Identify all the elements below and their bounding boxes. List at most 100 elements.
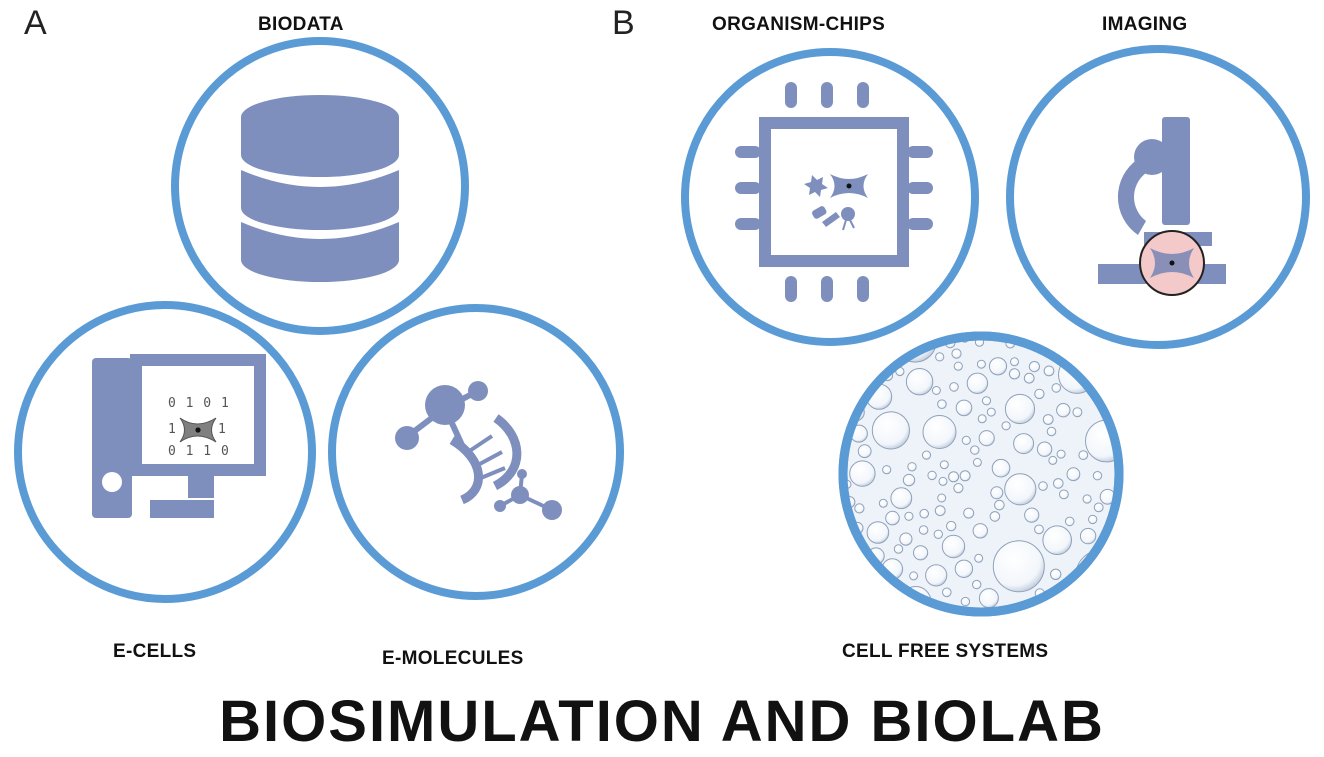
bubble [925, 564, 948, 587]
bubble [1013, 433, 1035, 455]
bubble [1046, 426, 1057, 437]
bubble [978, 430, 995, 447]
bubble [1024, 507, 1040, 523]
bubble [866, 521, 890, 544]
bubble [882, 465, 892, 475]
bubble [1056, 403, 1071, 418]
bubble [857, 444, 872, 459]
bubble [1059, 489, 1069, 500]
bubble [1034, 524, 1044, 535]
chip-icon [735, 82, 933, 302]
bubble [854, 503, 865, 514]
binary-row-2-right: 1 [218, 422, 226, 437]
bubble [934, 505, 946, 517]
bubble [1034, 388, 1045, 400]
bubble [938, 476, 948, 486]
bubble [1042, 525, 1072, 556]
bubble [946, 520, 957, 532]
bubble [927, 470, 937, 481]
bubble [978, 588, 999, 609]
bubble [904, 511, 914, 521]
bubble [1004, 393, 1036, 425]
bubble [933, 529, 943, 539]
biodata-label: BIODATA [258, 14, 344, 35]
bubble [1001, 421, 1011, 431]
bubble [981, 396, 992, 406]
panel-a-letter: A [24, 4, 47, 42]
bubble [871, 411, 911, 450]
bubble [1066, 467, 1081, 482]
bubble [1043, 365, 1055, 377]
bubble [937, 399, 947, 410]
computer-icon [92, 354, 266, 518]
bubble [1051, 383, 1062, 393]
bubble [893, 544, 904, 554]
binary-row-1: 0 1 0 1 [168, 396, 230, 411]
bubble [902, 473, 916, 487]
bubble [989, 511, 1001, 522]
bubble [961, 435, 971, 445]
binary-row-2-left: 1 [168, 422, 176, 437]
bubble [1028, 361, 1041, 373]
main-title: BIOSIMULATION AND BIOLAB [219, 689, 1105, 754]
bubble [1038, 481, 1048, 491]
bubble [1023, 372, 1035, 384]
bubble [963, 507, 975, 519]
panel-b-letter: B [612, 4, 635, 42]
bubble [937, 493, 947, 503]
bubble [949, 382, 959, 392]
bubble [941, 534, 966, 559]
bubble [1075, 549, 1116, 600]
bubble [918, 525, 929, 535]
bubble [1053, 478, 1064, 489]
cell-free-systems-label: CELL FREE SYSTEMS [842, 641, 1049, 662]
bubble [935, 352, 945, 362]
bubble [890, 487, 913, 510]
bubble [991, 458, 1011, 478]
bubble [970, 445, 980, 455]
bubble [1036, 441, 1053, 457]
bubble [899, 532, 913, 546]
bubble [1008, 368, 1021, 380]
imaging-circle [1006, 45, 1310, 349]
specimen-cell-icon [1139, 230, 1205, 296]
organism-chips-label: ORGANISM-CHIPS [712, 14, 886, 35]
biodata-circle [171, 37, 469, 335]
bubble [939, 460, 949, 470]
bubble [959, 470, 971, 482]
database-icon [241, 95, 399, 282]
bubble [974, 553, 984, 563]
bubble [1010, 357, 1019, 367]
bubble [1004, 473, 1037, 506]
bubble [976, 359, 986, 369]
bubble [988, 357, 1008, 376]
bubble [972, 579, 982, 590]
bubble [913, 545, 929, 561]
bubble [966, 372, 989, 394]
bubble [1048, 455, 1058, 465]
bubble [1082, 494, 1092, 504]
bubble [953, 361, 963, 371]
e-cells-circle [14, 301, 316, 603]
bubble [1064, 516, 1075, 527]
e-molecules-label: E-MOLECULES [382, 648, 524, 669]
bubble [1078, 450, 1089, 461]
molecule-dna-icon [395, 381, 562, 520]
bubble [1093, 502, 1104, 513]
bubble [990, 486, 1004, 500]
bubble [986, 407, 996, 417]
imaging-label: IMAGING [1102, 14, 1188, 35]
bubble [878, 498, 888, 508]
bubble [953, 483, 964, 494]
bubble [907, 462, 917, 472]
bubble [992, 540, 1045, 593]
e-molecules-circle [328, 304, 624, 600]
bubble [948, 471, 960, 483]
bubble [1072, 407, 1083, 418]
bubble [955, 399, 973, 417]
bubble [931, 386, 941, 395]
bubble [905, 368, 934, 396]
bubble [1092, 471, 1103, 481]
bubble [972, 457, 982, 467]
